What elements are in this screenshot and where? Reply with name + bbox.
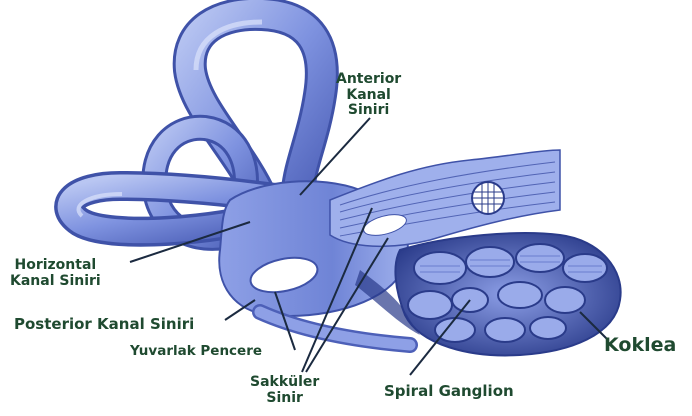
spiral-ganglion-label: Spiral Ganglion: [384, 383, 514, 400]
koklea-text: Koklea: [604, 334, 676, 356]
anterior-canal-nerve-label: Anterior Kanal Siniri: [336, 72, 401, 119]
horizontal-line-1: Horizontal: [10, 258, 101, 274]
posterior-canal-nerve-label: Posterior Kanal Siniri: [14, 316, 194, 333]
anterior-line-1: Anterior: [336, 72, 401, 88]
yuvarlak-text: Yuvarlak Pencere: [130, 343, 262, 359]
sakkuler-line-2: Sinir: [250, 391, 319, 407]
spiral-text: Spiral Ganglion: [384, 382, 514, 400]
horizontal-canal-nerve-label: Horizontal Kanal Siniri: [10, 258, 101, 289]
cochlea-label: Koklea: [604, 335, 676, 356]
anterior-line-2: Kanal: [336, 88, 401, 104]
vestibulocochlear-nerve: [330, 150, 560, 246]
horizontal-line-2: Kanal Siniri: [10, 274, 101, 290]
saccular-nerve-label: Sakküler Sinir: [250, 375, 319, 406]
anterior-line-3: Siniri: [336, 103, 401, 119]
round-window-label: Yuvarlak Pencere: [130, 344, 262, 359]
sakkuler-line-1: Sakküler: [250, 375, 319, 391]
posterior-text: Posterior Kanal Siniri: [14, 315, 194, 333]
